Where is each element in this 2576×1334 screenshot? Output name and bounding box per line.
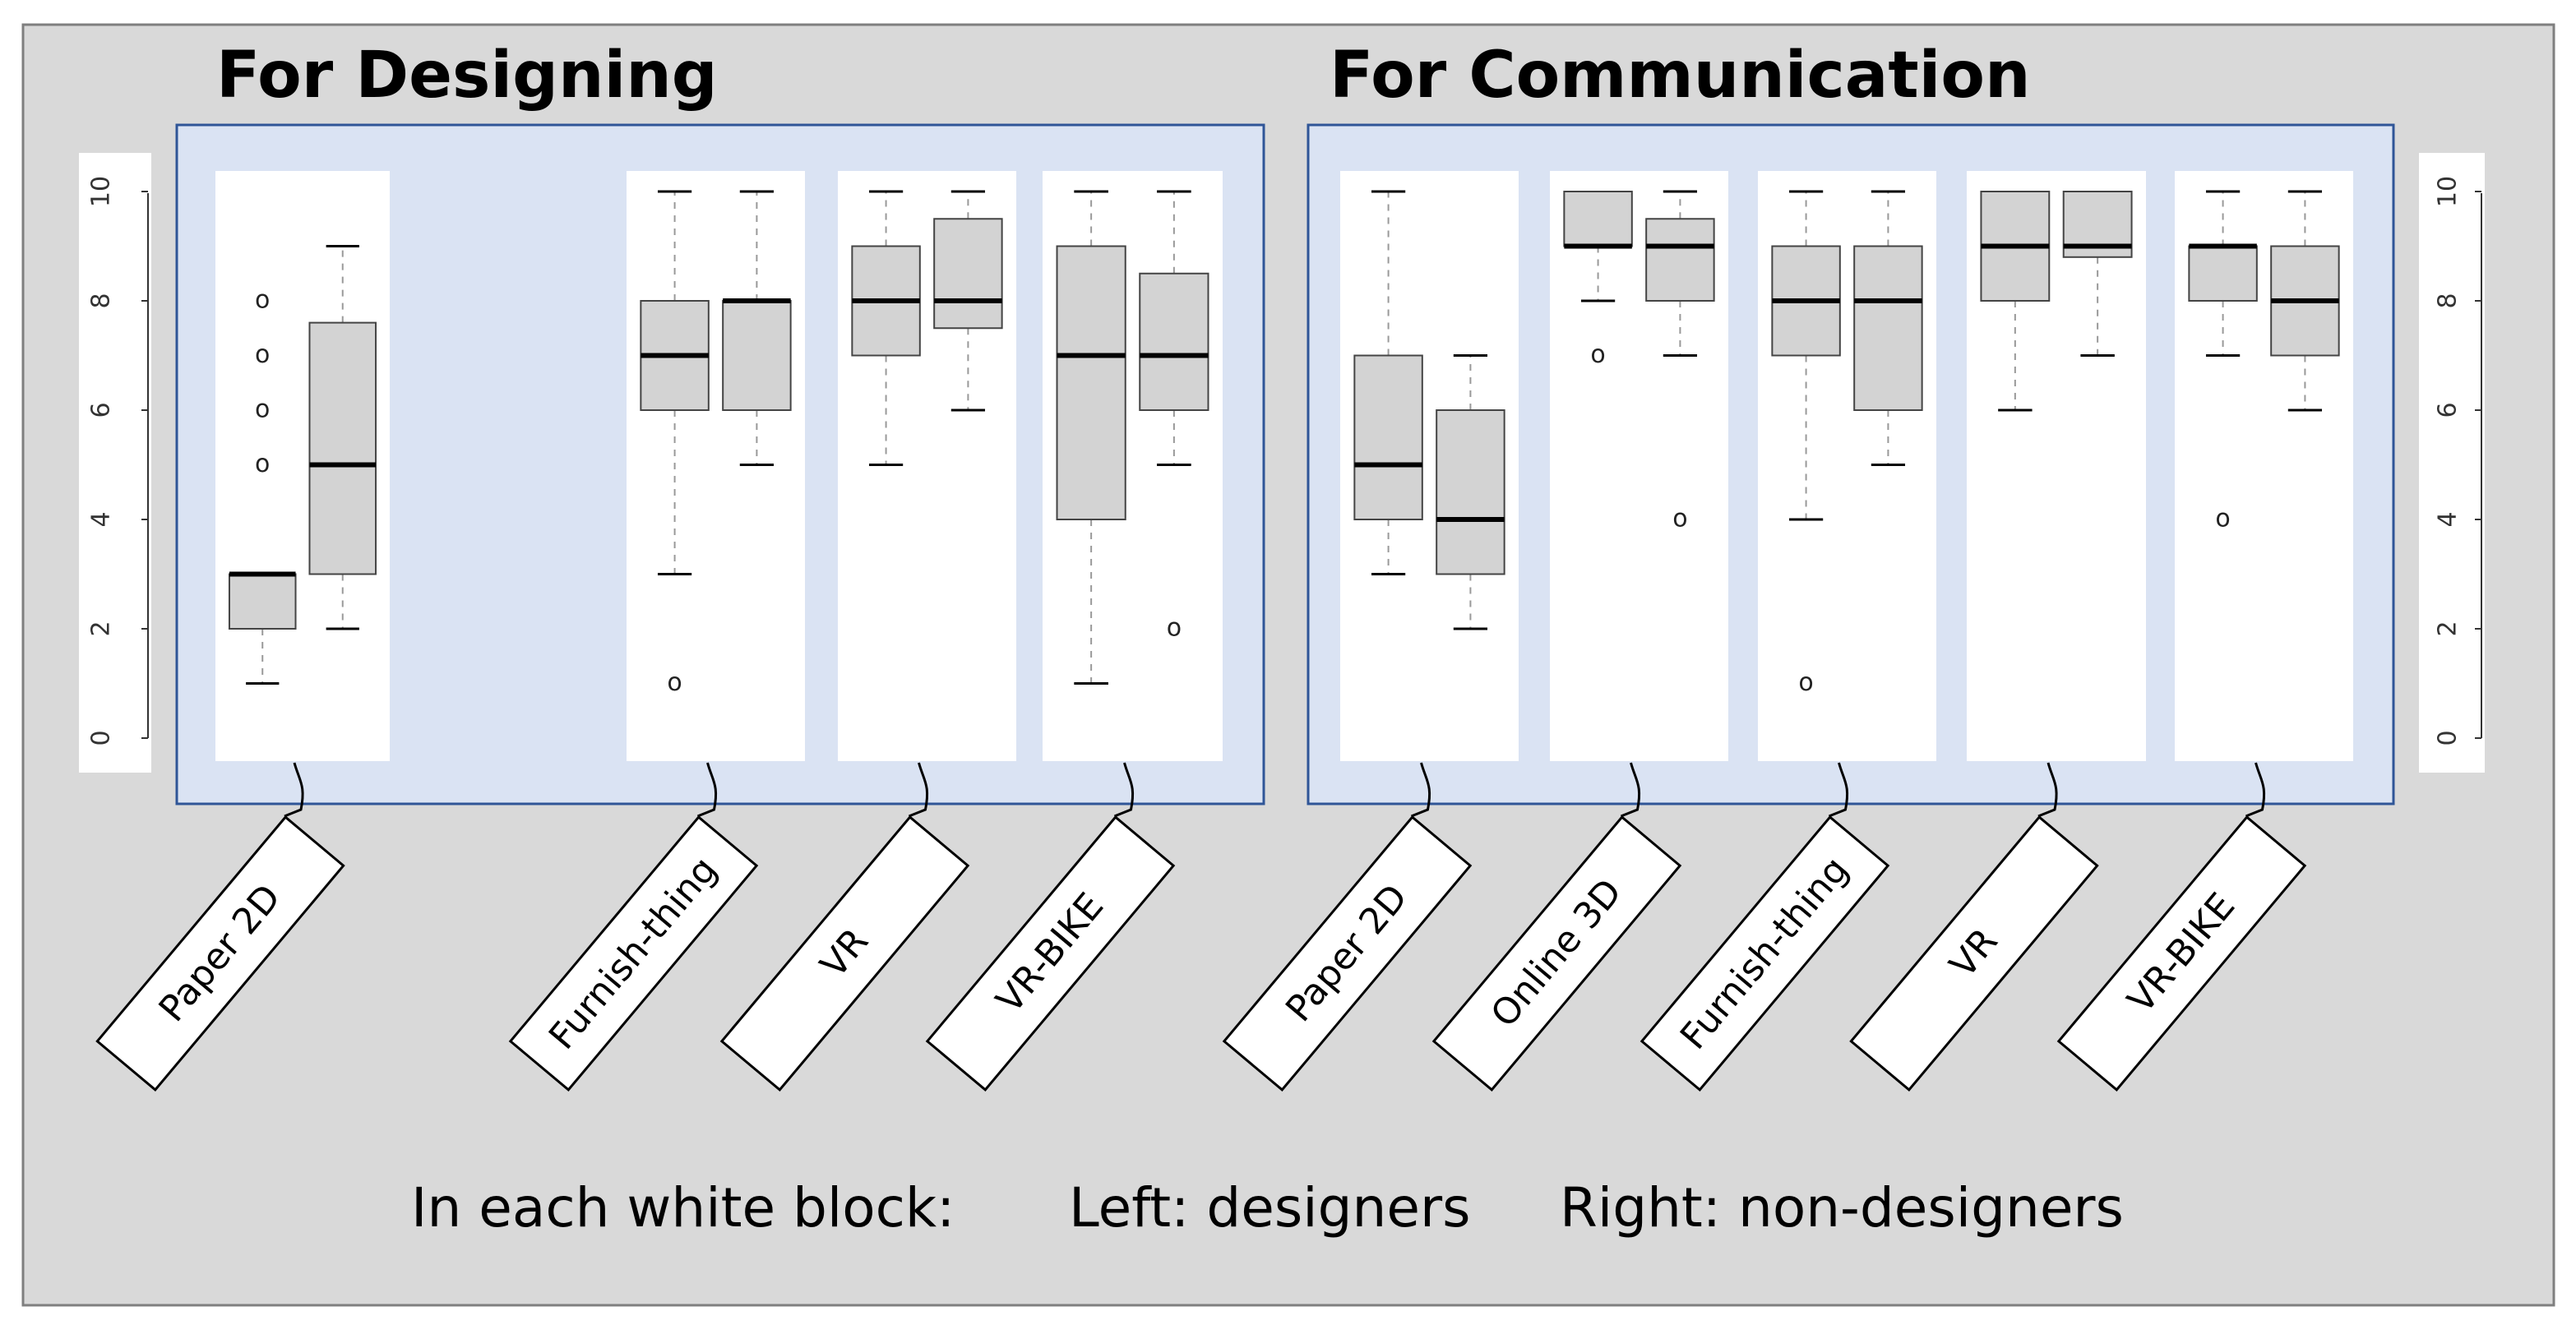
outlier-point: o [255,340,270,369]
box-non-designers [2062,191,2133,357]
box-group [1967,171,2146,761]
tag-connector [908,762,929,818]
outlier-point: o [1167,614,1182,643]
iqr-box [933,218,1003,330]
box-non-designers [722,190,792,466]
y-tick-label: 2 [87,621,116,636]
iqr-box [1139,272,1209,411]
box-non-designers [933,190,1003,412]
tag-connector [2245,762,2266,818]
iqr-box [228,573,297,630]
iqr-box [2188,245,2258,302]
tag-box [508,815,759,1092]
box-group: o [2175,171,2353,761]
tag-connector [696,762,718,818]
y-tick-label: 10 [2434,176,2463,207]
box-non-designers [1853,190,1923,466]
box-non-designers [2270,190,2340,412]
y-tick-label: 2 [2434,621,2463,636]
box-designers: o [640,190,710,697]
box-non-designers: o [1645,190,1715,533]
box-non-designers [1436,354,1505,630]
panel-title-communication: For Communication [1330,39,2031,113]
tag-box [1222,815,1473,1092]
box-designers [1056,190,1126,685]
note-left: Left: designers [1069,1176,1470,1239]
box-group [1340,171,1519,761]
y-tick-label: 8 [2434,293,2463,308]
iqr-box [1853,245,1923,411]
tag-connector [2037,762,2058,818]
iqr-box [1563,191,1633,247]
iqr-box [1353,354,1423,520]
tag-connector [1620,762,1641,818]
iqr-box [1436,409,1505,575]
y-tick-label: 0 [2434,730,2463,745]
box-non-designers: o [1139,190,1209,643]
tag-box [1431,815,1682,1092]
y-tick-label: 6 [2434,402,2463,418]
box-group: o [1758,171,1936,761]
box-group: o [627,171,805,761]
y-tick-label: 0 [87,730,116,745]
note-intro: In each white block: [411,1176,955,1239]
box-designers: o [2188,190,2258,533]
box-non-designers [308,245,377,630]
tag-box [925,815,1176,1092]
tag-box [2056,815,2307,1092]
box-designers [1353,190,1423,575]
outlier-point: o [1590,340,1605,369]
outlier-point: o [667,668,682,697]
box-group: oo [1550,171,1728,761]
outlier-point: o [255,395,270,424]
y-tick-label: 4 [2434,511,2463,527]
y-tick-label: 4 [87,511,116,527]
tag-connector [1410,762,1431,818]
outlier-point: o [1672,505,1687,533]
tag-connector [1113,762,1135,818]
outlier-point: o [255,286,270,315]
y-tick-label: 10 [87,176,116,207]
box-group [838,171,1016,761]
iqr-box [308,321,377,575]
note-right: Right: non-designers [1560,1176,2124,1239]
tag-box [1849,815,2099,1092]
box-designers: o [1771,190,1841,697]
iqr-box [1645,218,1715,302]
outlier-point: o [1798,668,1813,697]
box-group: o [1043,171,1223,761]
tag-box [1639,815,1890,1092]
y-tick-label: 6 [87,402,116,418]
box-designers [1980,191,2051,412]
y-axis-right: 0 2 4 6 8 10 [2419,153,2485,773]
iqr-box [722,300,792,411]
tag-box [719,815,970,1092]
category-label-tag: VR [719,815,970,1092]
outlier-point: o [255,450,270,478]
y-tick-label: 8 [87,293,116,308]
white-block [627,171,805,761]
box-designers: o [1563,191,1633,369]
tag-box [95,815,345,1092]
tag-connector [1828,762,1849,818]
y-axis-left: 0 2 4 6 8 10 [79,153,151,773]
box-designers [851,190,921,466]
tag-connector [284,762,304,818]
iqr-box [1056,245,1126,520]
panel-title-designing: For Designing [216,39,718,113]
outlier-point: o [2215,505,2230,533]
category-label-tag: VR [1849,815,2099,1092]
